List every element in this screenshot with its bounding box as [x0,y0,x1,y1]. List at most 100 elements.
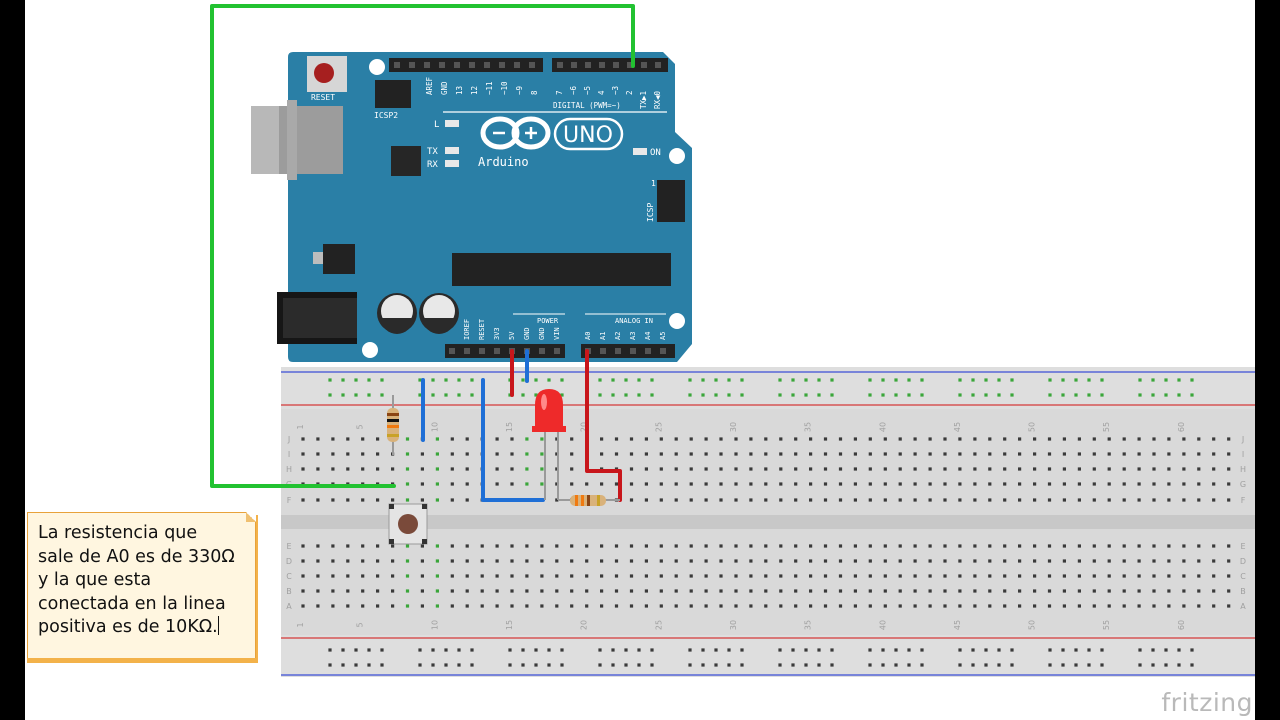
power-pin-label: GND [538,327,546,340]
column-number: 55 [1102,422,1111,432]
column-numbers: 1155101015152020252530303535404045455050… [296,422,1186,630]
mounting-hole [669,148,685,164]
led-on-label: ON [650,148,661,158]
note-line: sale de A0 es de 330Ω [38,546,235,567]
analog-pin-label: A4 [644,332,652,340]
digital-pin-label: AREF [425,76,434,95]
led-rx-label: RX [427,160,438,170]
row-letter: E [286,542,291,551]
column-number: 25 [654,620,663,630]
power-header [445,344,565,358]
arduino-text: Arduino [478,155,529,169]
digital-pin-label: GND [440,81,449,95]
note-line: La resistencia que [38,523,198,543]
digital-pin-label: 4 [597,90,606,95]
center-channel [281,515,1255,529]
power-rail-bottom [281,635,1255,677]
digital-pin-label: ~3 [611,86,620,95]
column-number: 45 [953,422,962,432]
led-l [445,120,459,127]
digital-pin-label: 13 [455,86,464,95]
row-letter: H [286,465,292,474]
led-tx-label: TX [427,147,438,157]
analog-pin-label: A1 [599,332,607,340]
icsp2-label: ICSP2 [374,111,398,120]
column-number: 60 [1177,422,1186,432]
digital-pin-label: 2 [625,90,634,95]
column-number: 55 [1102,620,1111,630]
digital-pin-label: 12 [470,86,479,95]
icsp-header [657,180,685,222]
power-label: POWER [537,317,559,325]
column-number: 5 [356,424,365,429]
analog-label: ANALOG IN [615,317,653,325]
row-letter: B [1240,587,1246,596]
text-cursor [217,616,219,635]
row-letter: H [1240,465,1246,474]
digital-pin-label: 8 [530,90,539,95]
icsp-one-label: 1 [651,179,656,188]
column-number: 20 [580,422,589,432]
row-letter: I [288,450,290,459]
annotation-note: La resistencia que sale de A0 es de 330Ω… [27,512,256,663]
note-fold [246,512,256,522]
column-number: 40 [878,620,887,630]
row-letter: C [1240,572,1246,581]
analog-header [581,344,675,358]
fritzing-logo: fritzing [1161,688,1253,717]
push-button[interactable] [388,503,428,545]
digital-pin-label: ~5 [583,86,592,95]
column-number: 15 [505,620,514,630]
red-led [532,389,566,500]
row-letter: I [1242,450,1244,459]
mounting-hole [669,313,685,329]
icsp2-header [375,80,411,108]
analog-pin-label: A0 [584,332,592,340]
analog-pin-label: A2 [614,332,622,340]
column-number: 1 [296,424,305,429]
circuit-diagram: 1155101015152020252530303535404045455050… [210,4,1255,677]
digital-pin-label: TX▶1 [639,91,648,109]
digital-header-right [552,58,668,72]
reset-button-cap[interactable] [314,63,334,83]
digital-pin-label: ~6 [569,85,578,95]
column-number: 30 [729,620,738,630]
column-number: 50 [1028,422,1037,432]
mounting-hole [369,59,385,75]
row-letter: F [287,496,292,505]
resistor-330 [558,495,620,506]
mounting-hole [362,342,378,358]
usb-chip [391,146,421,176]
arduino-uno-board: RESET ICSP2 L TX RX ON [251,52,692,362]
row-letter: E [1240,542,1245,551]
column-number: 25 [654,422,663,432]
column-number: 15 [505,422,514,432]
column-number: 45 [953,620,962,630]
arduino-logo: UNO Arduino [478,116,624,169]
digital-pin-label: ~9 [515,86,524,95]
row-letter: D [1240,557,1246,566]
column-number: 60 [1177,620,1186,630]
digital-label: DIGITAL (PWM=~) [553,101,621,110]
column-number: 30 [729,422,738,432]
power-pin-label: IOREF [463,319,471,340]
power-pin-label: 3V3 [493,327,501,340]
row-letter: F [1241,496,1246,505]
power-pin-label: VIN [553,327,561,340]
row-letter: B [286,587,292,596]
breadboard: 1155101015152020252530303535404045455050… [281,367,1255,677]
row-letter: C [286,572,292,581]
atmega-chip [452,253,671,286]
row-letter: J [287,435,290,444]
led-tx [445,147,459,154]
breadboard-holes [301,378,1231,667]
column-number: 35 [804,620,813,630]
blue-wire-rail [481,378,545,502]
led-rx [445,160,459,167]
power-pin-label: GND [523,327,531,340]
note-line: y la que esta [38,570,152,590]
